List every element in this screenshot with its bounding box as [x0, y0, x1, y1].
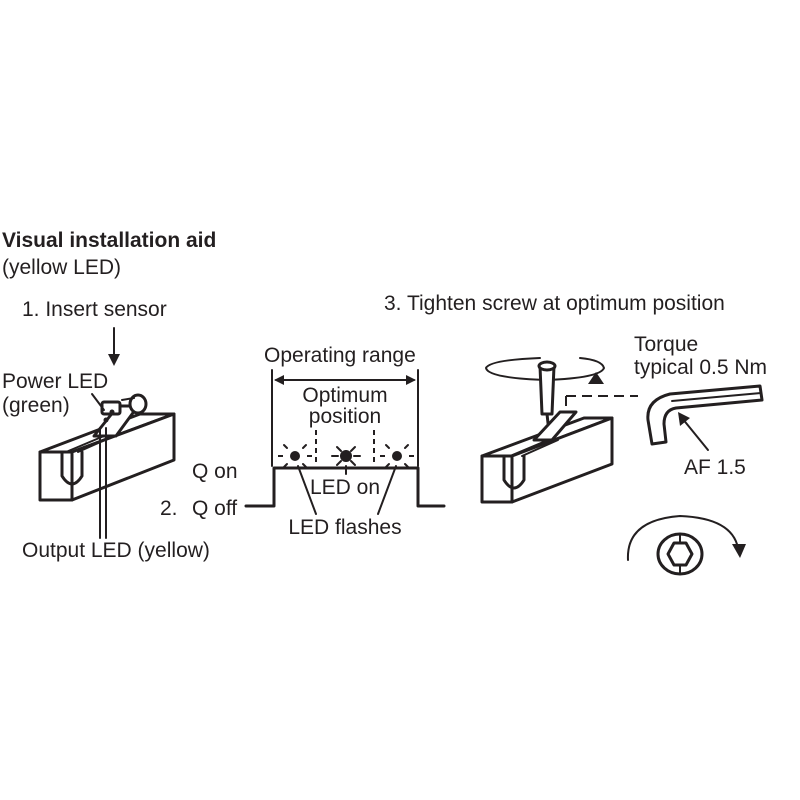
af-leader	[681, 417, 709, 451]
q-off-label: Q off	[192, 497, 237, 520]
power-led-dot	[103, 417, 109, 423]
led-flashing-right	[380, 444, 414, 468]
output-led-dot	[109, 409, 115, 415]
power-led-color-label: (green)	[2, 394, 70, 417]
operating-range-dimension	[271, 369, 419, 467]
diagram-subtitle: (yellow LED)	[2, 256, 121, 279]
power-led-label: Power LED	[2, 370, 108, 393]
operating-range-label: Operating range	[264, 344, 416, 367]
q-on-label: Q on	[192, 460, 238, 483]
torque-label-line1: Torque	[634, 333, 698, 356]
step1-label: 1. Insert sensor	[22, 298, 167, 321]
step2-number: 2.	[160, 497, 178, 520]
led-on-center	[331, 446, 361, 466]
led-flashes-label: LED flashes	[288, 516, 401, 539]
output-led-label: Output LED (yellow)	[22, 539, 210, 562]
led-flashing-left	[278, 444, 312, 468]
hex-key-icon	[646, 384, 764, 446]
af-size-label: AF 1.5	[684, 456, 746, 479]
optimum-dashed-boundaries	[315, 430, 375, 466]
led-on-label: LED on	[310, 476, 380, 499]
step3-label: 3. Tighten screw at optimum position	[384, 292, 725, 315]
screw-rotation-icon	[626, 515, 746, 576]
torque-label-line2: typical 0.5 Nm	[634, 356, 767, 379]
optimum-label-line1: Optimum	[302, 384, 387, 407]
power-led-leader	[91, 393, 105, 411]
optimum-label-line2: position	[309, 405, 381, 428]
led-leaders	[297, 465, 397, 515]
insert-arrow	[108, 327, 120, 366]
alignment-dashed-line	[565, 395, 638, 412]
diagram-title: Visual installation aid	[2, 229, 216, 252]
sensor-block-3	[480, 360, 614, 504]
